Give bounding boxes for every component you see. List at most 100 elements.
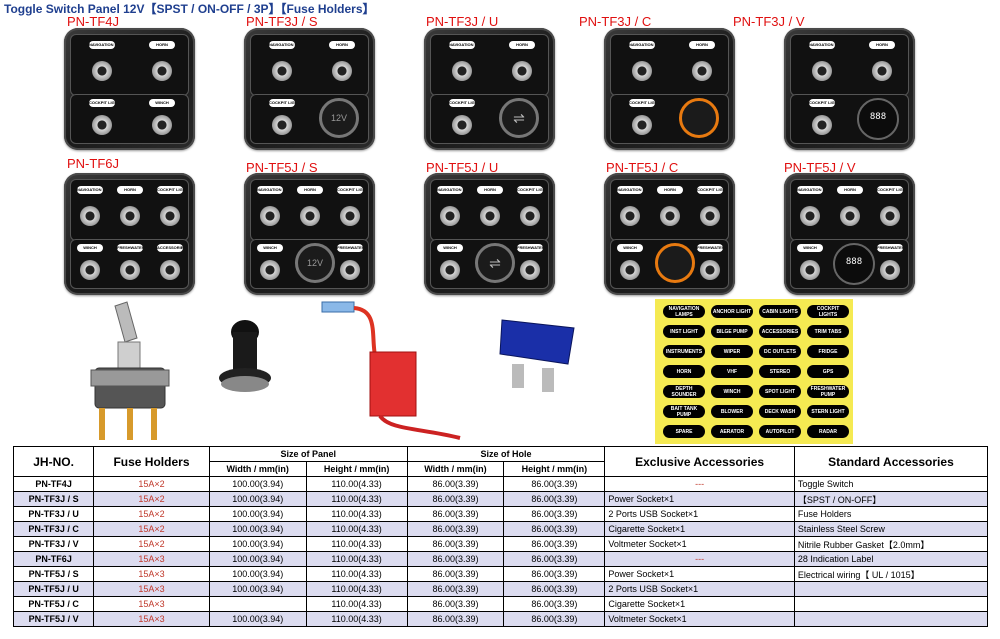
- indication-label: NAVIGATION LAMPS: [809, 41, 835, 49]
- toggle-switch-icon: [840, 206, 860, 226]
- indication-label: HORN: [689, 41, 715, 49]
- indication-label: DECK WASH: [759, 405, 801, 418]
- table-cell-hh: 86.00(3.39): [503, 551, 606, 567]
- table-cell-std: Fuse Holders: [793, 506, 989, 522]
- table-cell-hh: 86.00(3.39): [503, 476, 606, 492]
- table-cell-pw: 100.00(3.94): [208, 476, 307, 492]
- fuse-holder-image: [321, 301, 461, 440]
- toggle-switch-icon: [440, 206, 460, 226]
- power-socket-icon: 12V: [319, 98, 359, 138]
- toggle-switch-icon: [260, 260, 280, 280]
- indication-label: NAVIGATION LAMPS: [797, 186, 823, 194]
- table-cell-std: Toggle Switch: [793, 476, 989, 492]
- toggle-switch-icon: [812, 61, 832, 81]
- indication-label: COCKPIT LIGHTS: [269, 99, 295, 107]
- indication-label: HORN: [117, 186, 143, 194]
- table-cell-ph: 110.00(4.33): [305, 476, 408, 492]
- table-cell-fuse: 15A×3: [93, 596, 210, 612]
- indication-label: WINCH: [257, 244, 283, 252]
- table-cell-hw: 86.00(3.39): [406, 521, 505, 537]
- indication-label: COCKPIT LIGHTS: [697, 186, 723, 194]
- header-hole-width: Width / mm(in): [406, 461, 505, 477]
- indication-label: INST LIGHT: [663, 325, 705, 338]
- toggle-switch-icon: [272, 61, 292, 81]
- switch-panel: NAVIGATION LAMPS HORN COCKPIT LIGHTS WIN…: [64, 173, 195, 295]
- indication-label: HORN: [837, 186, 863, 194]
- indication-label: WINCH: [437, 244, 463, 252]
- indication-label: COCKPIT LIGHTS: [337, 186, 363, 194]
- table-cell-fuse: 15A×2: [93, 521, 210, 537]
- indication-label: WINCH: [711, 385, 753, 398]
- indication-label: FRESHWATER PUMP: [807, 385, 849, 398]
- indication-label: DC OUTLETS: [759, 345, 801, 358]
- power-socket-icon: 12V: [295, 243, 335, 283]
- table-cell-excl: Voltmeter Socket×1: [604, 611, 795, 627]
- table-cell-hw: 86.00(3.39): [406, 596, 505, 612]
- header-hole-size: Size of Hole: [406, 446, 606, 462]
- table-cell-model: PN-TF3J / S: [12, 491, 95, 507]
- indication-label: WINCH: [617, 244, 643, 252]
- header-panel-width: Width / mm(in): [208, 461, 307, 477]
- toggle-switch-icon: [692, 61, 712, 81]
- panel-model-label: PN-TF5J / C: [606, 160, 679, 175]
- toggle-switch-icon: [332, 61, 352, 81]
- toggle-switch-icon: [480, 206, 500, 226]
- indication-label: HORN: [149, 41, 175, 49]
- indication-label: HORN: [509, 41, 535, 49]
- indication-label: VHF: [711, 365, 753, 378]
- table-cell-hh: 86.00(3.39): [503, 611, 606, 627]
- switch-panel: NAVIGATION LAMPS HORN COCKPIT LIGHTS WIN…: [64, 28, 195, 150]
- toggle-switch-icon: [812, 115, 832, 135]
- rubber-boot-image: [219, 320, 271, 392]
- table-cell-hw: 86.00(3.39): [406, 551, 505, 567]
- table-cell-fuse: 15A×2: [93, 506, 210, 522]
- indication-label: NAVIGATION LAMPS: [77, 186, 103, 194]
- table-cell-ph: 110.00(4.33): [305, 581, 408, 597]
- header-panel-height: Height / mm(in): [305, 461, 408, 477]
- indication-label: AERATOR: [711, 425, 753, 438]
- header-hole-height: Height / mm(in): [503, 461, 606, 477]
- indication-label: FRESHWATER PUMP: [517, 244, 543, 252]
- indication-label: COCKPIT LIGHTS: [877, 186, 903, 194]
- toggle-switch-icon: [120, 260, 140, 280]
- indication-label: FRIDGE: [807, 345, 849, 358]
- header-exclusive: Exclusive Accessories: [604, 446, 795, 477]
- header-panel-size: Size of Panel: [208, 446, 408, 462]
- toggle-switch-icon: [80, 260, 100, 280]
- indication-label: FRESHWATER PUMP: [337, 244, 363, 252]
- indication-label: RADAR: [807, 425, 849, 438]
- indication-label: COCKPIT LIGHTS: [517, 186, 543, 194]
- toggle-switch-icon: [800, 206, 820, 226]
- toggle-switch-icon: [160, 260, 180, 280]
- table-cell-std: [793, 611, 989, 627]
- voltmeter-icon: 888: [833, 243, 875, 285]
- indication-label: WINCH: [797, 244, 823, 252]
- toggle-switch-image: [90, 301, 170, 440]
- indication-label: WINCH: [149, 99, 175, 107]
- indication-label: HORN: [329, 41, 355, 49]
- table-cell-ph: 110.00(4.33): [305, 611, 408, 627]
- table-cell-ph: 110.00(4.33): [305, 506, 408, 522]
- toggle-switch-icon: [152, 115, 172, 135]
- indication-label: COCKPIT LIGHTS: [807, 305, 849, 318]
- table-cell-pw: 100.00(3.94): [208, 491, 307, 507]
- toggle-switch-icon: [700, 260, 720, 280]
- header-standard: Standard Accessories: [793, 446, 989, 477]
- indication-label: NAVIGATION LAMPS: [269, 41, 295, 49]
- toggle-switch-icon: [120, 206, 140, 226]
- indication-label: BILGE PUMP: [711, 325, 753, 338]
- toggle-switch-icon: [160, 206, 180, 226]
- switch-panel: NAVIGATION LAMPS HORN COCKPIT LIGHTS ⇌: [424, 28, 555, 150]
- indication-label: BLOWER: [711, 405, 753, 418]
- table-cell-hh: 86.00(3.39): [503, 521, 606, 537]
- table-cell-excl: ---: [604, 551, 795, 567]
- panel-model-label: PN-TF3J / V: [733, 14, 805, 29]
- toggle-switch-icon: [92, 61, 112, 81]
- table-cell-hh: 86.00(3.39): [503, 566, 606, 582]
- table-cell-std: 【SPST / ON-OFF】: [793, 491, 989, 507]
- table-cell-std: Electrical wiring【 UL / 1015】: [793, 566, 989, 582]
